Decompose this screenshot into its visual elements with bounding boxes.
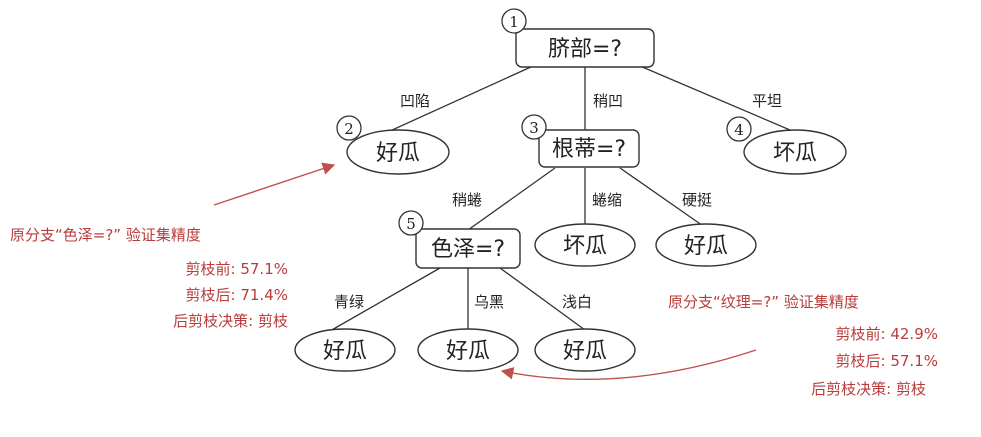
edge-label-qinglv: 青绿 [334, 293, 364, 311]
leaf-stiff: 好瓜 [655, 223, 757, 267]
edge-n3-n5 [467, 167, 556, 231]
node-2-number: 2 [344, 120, 354, 138]
edge-n1-n2 [389, 65, 534, 132]
leaf-shrink-label: 坏瓜 [563, 234, 607, 259]
edge-label-wuhei: 乌黑 [474, 293, 504, 311]
right-annotation-decision: 后剪枝决策: 剪枝 [811, 380, 926, 398]
node-5-label: 色泽=? [431, 237, 505, 262]
leaf-black-ellipse [417, 328, 519, 372]
left-annotation-arrow [213, 162, 336, 206]
left-annotation-before: 剪枝前: 57.1% [186, 260, 288, 278]
node-4-label: 坏瓜 [773, 141, 817, 166]
node-1-number: 1 [509, 13, 519, 31]
node-4: 坏瓜 4 [726, 116, 847, 175]
edge-label-qianbai: 浅白 [562, 293, 592, 311]
node-1-number-badge [501, 8, 527, 34]
leaf-black: 好瓜 [417, 328, 519, 372]
left-annotation: 原分支“色泽=?” 验证集精度 剪枝前: 57.1% 剪枝后: 71.4% 后剪… [10, 226, 288, 330]
leaf-shrink: 坏瓜 [534, 223, 636, 267]
leaf-stiff-label: 好瓜 [684, 234, 728, 259]
right-annotation-after: 剪枝后: 57.1% [836, 352, 938, 370]
node-3-number: 3 [529, 119, 539, 137]
node-5: 色泽=? 5 [398, 210, 521, 269]
leaf-black-label: 好瓜 [446, 339, 490, 364]
node-4-number: 4 [734, 121, 744, 139]
node-2: 好瓜 2 [336, 115, 450, 175]
leaf-stiff-ellipse [655, 223, 757, 267]
leaf-green: 好瓜 [294, 328, 396, 372]
node-2-number-badge [336, 115, 362, 141]
leaf-green-ellipse [294, 328, 396, 372]
node-1-label: 脐部=? [548, 37, 622, 62]
node-5-number-badge [398, 210, 424, 236]
node-2-label: 好瓜 [376, 141, 420, 166]
leaf-white-ellipse [534, 328, 636, 372]
left-annotation-after: 剪枝后: 71.4% [186, 286, 288, 304]
leaf-white-label: 好瓜 [563, 339, 607, 364]
right-annotation-arrow [500, 349, 757, 381]
node-4-number-badge [726, 116, 752, 142]
right-annotation-before: 剪枝前: 42.9% [836, 325, 938, 343]
edge-label-quansuo: 蜷缩 [592, 191, 622, 209]
node-5-box [415, 228, 521, 269]
edge-label-shaoquan: 稍蜷 [452, 191, 482, 209]
leaf-shrink-ellipse [534, 223, 636, 267]
left-annotation-title: 原分支“色泽=?” 验证集精度 [10, 226, 201, 244]
leaf-green-label: 好瓜 [323, 339, 367, 364]
edge-label-aoxian: 凹陷 [400, 92, 430, 110]
edge-n3-stiff [619, 167, 707, 229]
edge-n1-n4 [639, 65, 791, 131]
node-1: 脐部=? 1 [501, 8, 655, 68]
node-3-label: 根蒂=? [552, 137, 626, 162]
edge-label-shaoao: 稍凹 [593, 92, 623, 110]
node-3: 根蒂=? 3 [521, 114, 640, 168]
node-4-ellipse [743, 129, 847, 175]
node-2-ellipse [346, 129, 450, 175]
node-3-number-badge [521, 114, 547, 140]
edge-n5-white [499, 267, 586, 331]
right-annotation-title: 原分支“纹理=?” 验证集精度 [668, 293, 859, 311]
node-1-box [515, 28, 655, 68]
edge-label-yingting: 硬挺 [682, 191, 712, 209]
right-annotation: 原分支“纹理=?” 验证集精度 剪枝前: 42.9% 剪枝后: 57.1% 后剪… [668, 293, 938, 398]
node-5-number: 5 [406, 215, 416, 233]
left-annotation-decision: 后剪枝决策: 剪枝 [173, 312, 288, 330]
edge-n5-green [329, 267, 441, 332]
node-3-box [538, 129, 640, 168]
leaf-white: 好瓜 [534, 328, 636, 372]
edge-label-pingtan: 平坦 [752, 92, 782, 110]
